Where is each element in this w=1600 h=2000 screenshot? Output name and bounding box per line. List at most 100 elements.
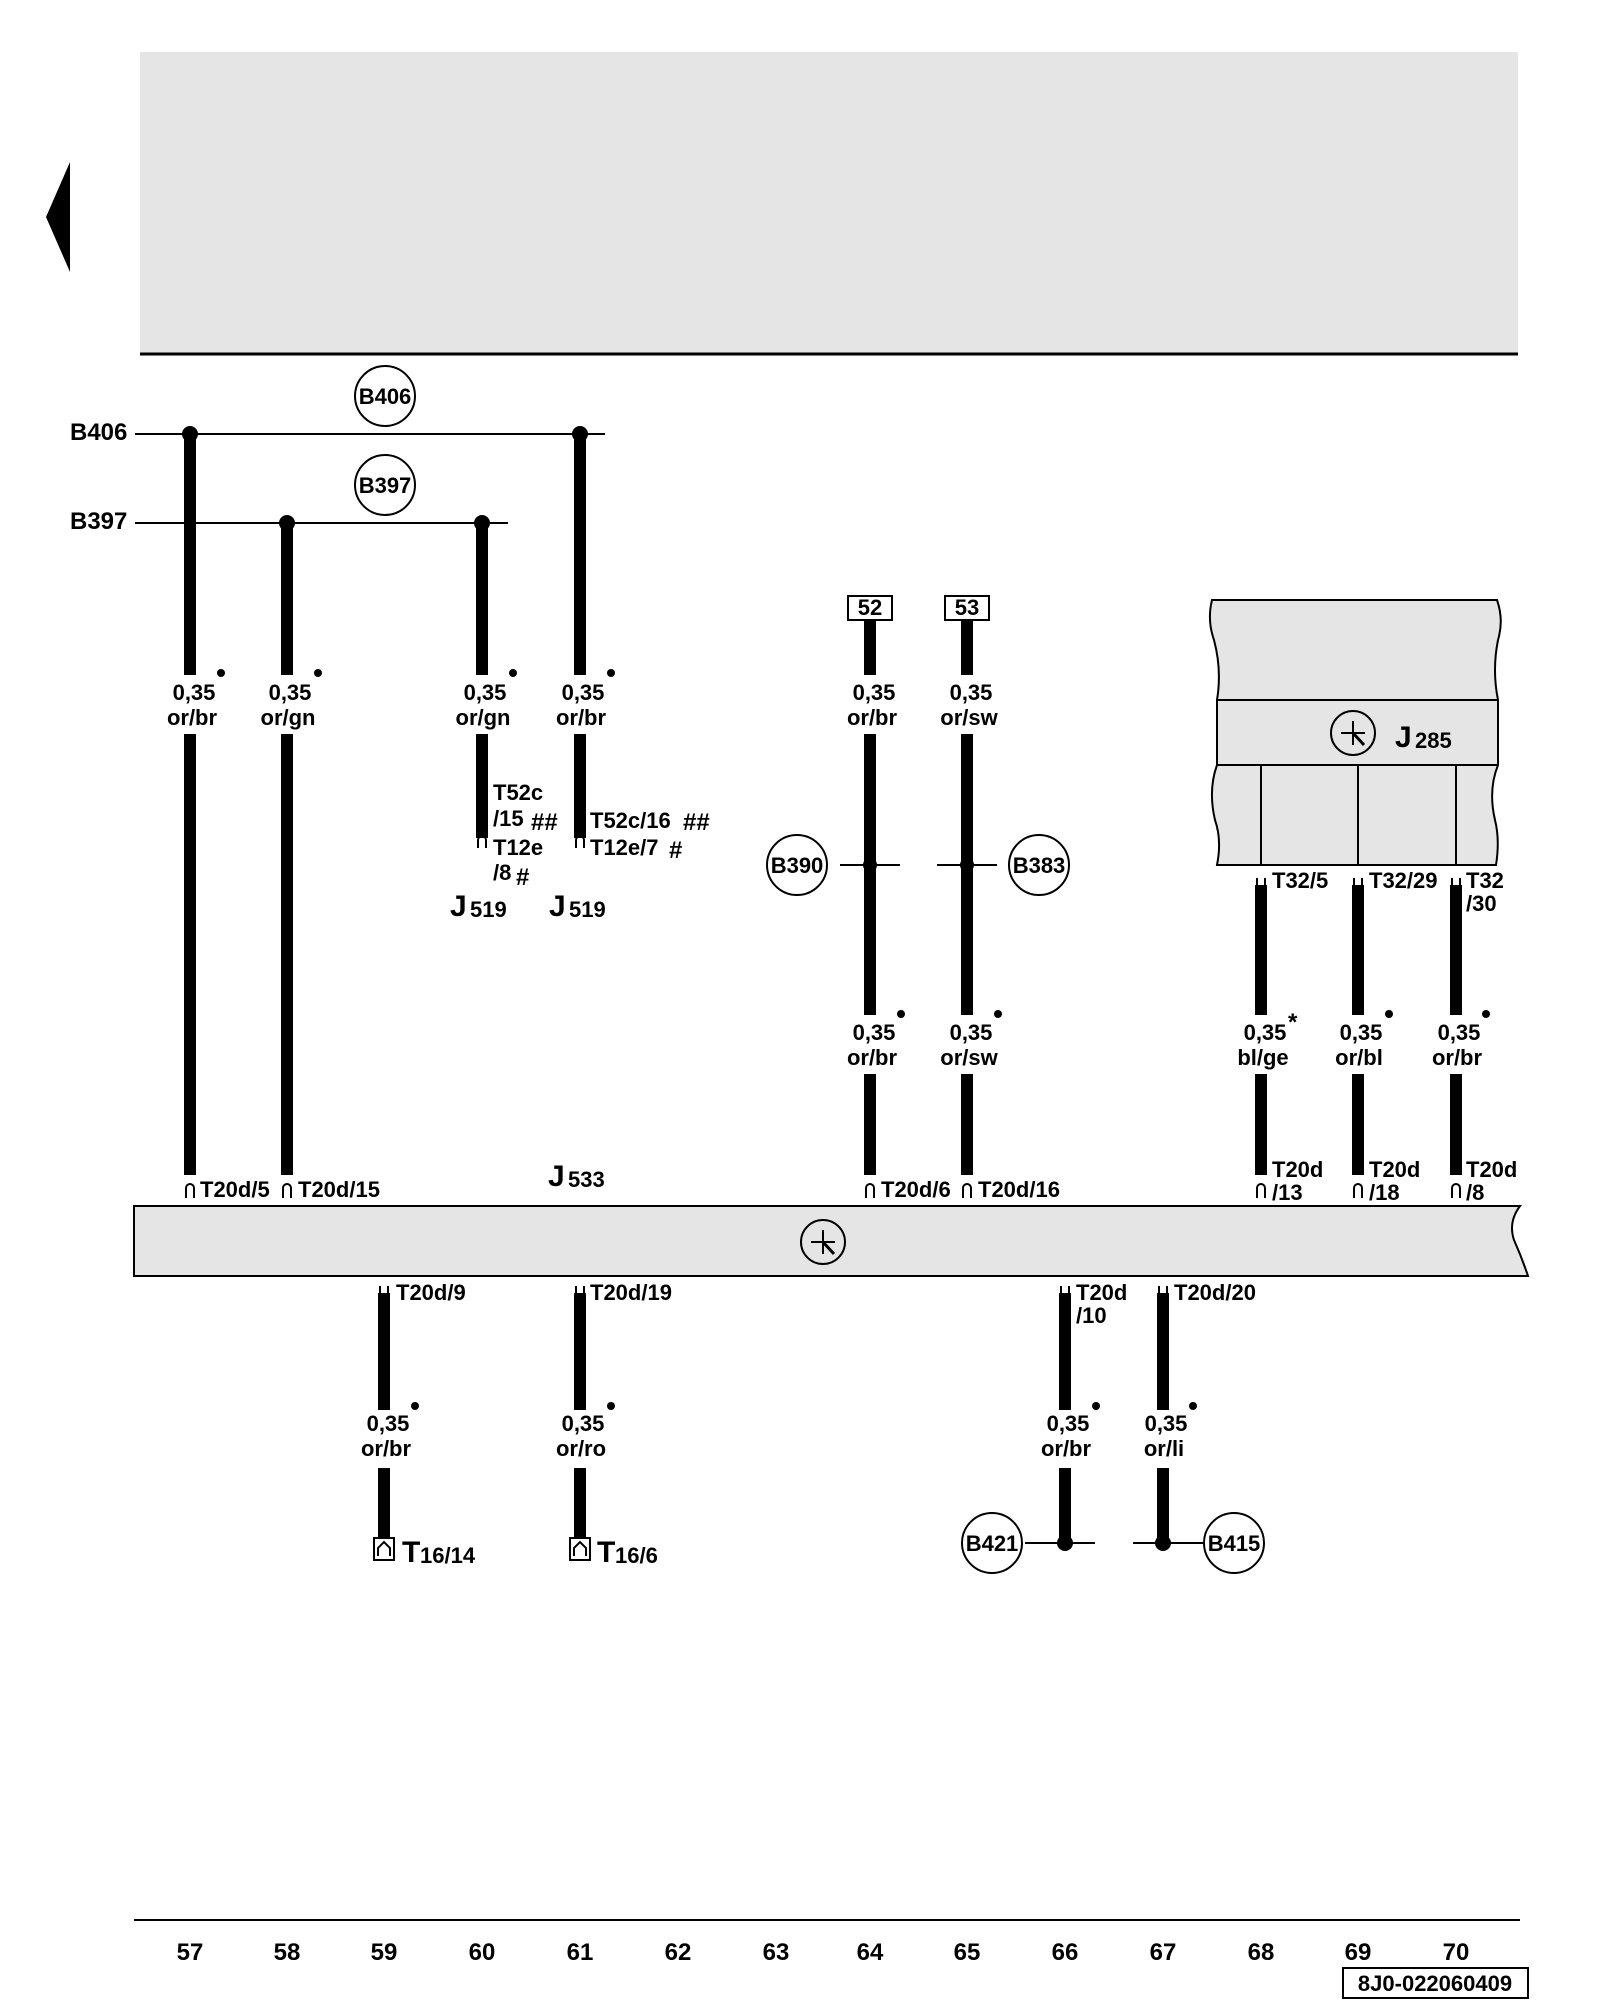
dest-label-59: T: [402, 1536, 420, 1569]
track-number: 60: [469, 1939, 496, 1966]
pin-label-67: T20d/20: [1174, 1280, 1256, 1305]
wire-col-69: T32/29 0,35 or/bl T20d /18: [1335, 868, 1437, 1205]
wire-col-57: 0,35 or/br T20d/5: [167, 434, 270, 1202]
note-mark-61a: ##: [683, 809, 710, 836]
dest-sub-60: 519: [470, 897, 507, 922]
wire-color-60: or/gn: [456, 705, 511, 730]
marker-b406: [354, 365, 416, 427]
pin-label-69b: /18: [1369, 1180, 1400, 1205]
track-number: 63: [763, 1939, 790, 1966]
conn-label-61c: T12e/7: [590, 835, 659, 860]
wire-color-61: or/br: [556, 705, 607, 730]
wire-col-68: T32/5 0,35 * bl/ge T20d /13: [1237, 868, 1328, 1205]
busbar-label-b397: B397: [70, 508, 127, 535]
wire-col-61b: T20d/19 0,35 or/ro T 16/6: [556, 1280, 672, 1569]
conn-label-60a: T52c: [493, 780, 543, 805]
marker-b415: [1203, 1512, 1265, 1574]
track-number: 69: [1345, 1939, 1372, 1966]
wire-color-58: or/gn: [261, 705, 316, 730]
wire-color-70: or/br: [1432, 1045, 1483, 1070]
wire-gauge-70: 0,35: [1438, 1020, 1481, 1045]
component-j533: J 533: [133, 1160, 1530, 1277]
busbar-b397: B397 B397: [70, 454, 508, 535]
wire-col-59: T20d/9 0,35 or/br T 16/14: [361, 1280, 476, 1569]
note-mark-61b: #: [669, 837, 682, 864]
wire-col-61: 0,35 or/br T52c/16 ## T12e/7 # J 519: [549, 434, 710, 923]
control-unit-icon: [1330, 710, 1376, 756]
wire-color-67: or/li: [1144, 1436, 1184, 1461]
wire-gauge-65b: 0,35: [950, 1020, 993, 1045]
terminal-label-52: 52: [858, 595, 882, 620]
wire-col-58: 0,35 or/gn T20d/15: [261, 523, 380, 1202]
wire-gauge-59: 0,35: [367, 1411, 410, 1436]
wire-color-64b: or/br: [847, 1045, 898, 1070]
wire-gauge-61: 0,35: [562, 680, 605, 705]
track-number: 57: [177, 1939, 204, 1966]
note-mark-60a: ##: [531, 809, 558, 836]
doc-id: 8J0-022060409: [1358, 1971, 1512, 1996]
dest-sub-61: 519: [569, 897, 606, 922]
wire-col-70: T32 /30 0,35 or/br T20d /8: [1432, 868, 1517, 1205]
back-arrow-icon[interactable]: [46, 162, 70, 272]
wire-color-66: or/br: [1041, 1436, 1092, 1461]
wire-color-57: or/br: [167, 705, 218, 730]
pin-label-69-top: T32/29: [1369, 868, 1438, 893]
wire-color-59: or/br: [361, 1436, 412, 1461]
track-number: 58: [274, 1939, 301, 1966]
conn-label-60d: /8: [493, 860, 511, 885]
marker-label-b406: B406: [359, 384, 412, 409]
wire-gauge-68: 0,35: [1244, 1020, 1287, 1045]
wire-color-65b: or/sw: [940, 1045, 998, 1070]
pin-label-66a: T20d: [1076, 1280, 1127, 1305]
note-mark-60b: #: [516, 864, 529, 891]
conn-label-61a: T52c/16: [590, 808, 671, 833]
wire-gauge-57: 0,35: [173, 680, 216, 705]
component-label-j285: J: [1395, 721, 1412, 754]
track-number: 65: [954, 1939, 981, 1966]
track-number: 67: [1150, 1939, 1177, 1966]
marker-label-b415: B415: [1208, 1531, 1261, 1556]
busbar-b406: B406 B406: [70, 365, 605, 446]
pin-label-65: T20d/16: [978, 1177, 1060, 1202]
busbar-label-b406: B406: [70, 419, 127, 446]
dest-label-60: J: [450, 890, 467, 923]
wire-gauge-64b: 0,35: [853, 1020, 896, 1045]
note-mark-68: *: [1288, 1009, 1298, 1036]
wire-col-60: 0,35 or/gn T52c /15 ## T12e /8 # J 519: [450, 523, 558, 923]
track-number: 70: [1443, 1939, 1470, 1966]
marker-label-b397: B397: [359, 473, 412, 498]
pin-label-70b: /8: [1466, 1180, 1484, 1205]
conn-label-60b: /15: [493, 806, 524, 831]
pin-label-68-top: T32/5: [1272, 868, 1328, 893]
dest-label-61: J: [549, 890, 566, 923]
terminal-label-53: 53: [955, 595, 979, 620]
wire-color-65: or/sw: [940, 705, 998, 730]
wire-gauge-60: 0,35: [464, 680, 507, 705]
marker-b383: [1008, 834, 1070, 896]
pin-label-57: T20d/5: [200, 1177, 270, 1202]
track-number: 59: [371, 1939, 398, 1966]
terminal-box-52: [847, 595, 893, 621]
wire-gauge-64: 0,35: [853, 680, 896, 705]
conn-label-60c: T12e: [493, 835, 543, 860]
pin-label-70-top-a: T32: [1466, 868, 1504, 893]
marker-label-b390: B390: [771, 853, 824, 878]
wire-col-64: 52 0,35 or/br B390 0,35 or/br T20d/6: [766, 595, 951, 1202]
pin-label-58: T20d/15: [298, 1177, 380, 1202]
wire-gauge-58: 0,35: [269, 680, 312, 705]
component-label-j533: J: [548, 1160, 565, 1193]
control-unit-icon: [800, 1219, 846, 1265]
marker-label-b421: B421: [966, 1531, 1019, 1556]
marker-label-b383: B383: [1013, 853, 1066, 878]
pin-label-69a: T20d: [1369, 1157, 1420, 1182]
component-sub-j285: 285: [1415, 728, 1452, 753]
pin-label-64: T20d/6: [881, 1177, 951, 1202]
pin-label-68b: /13: [1272, 1180, 1303, 1205]
track-number: 66: [1052, 1939, 1079, 1966]
wire-gauge-66: 0,35: [1047, 1411, 1090, 1436]
pin-label-68a: T20d: [1272, 1157, 1323, 1182]
component-sub-j533: 533: [568, 1167, 605, 1192]
wire-gauge-61b: 0,35: [562, 1411, 605, 1436]
